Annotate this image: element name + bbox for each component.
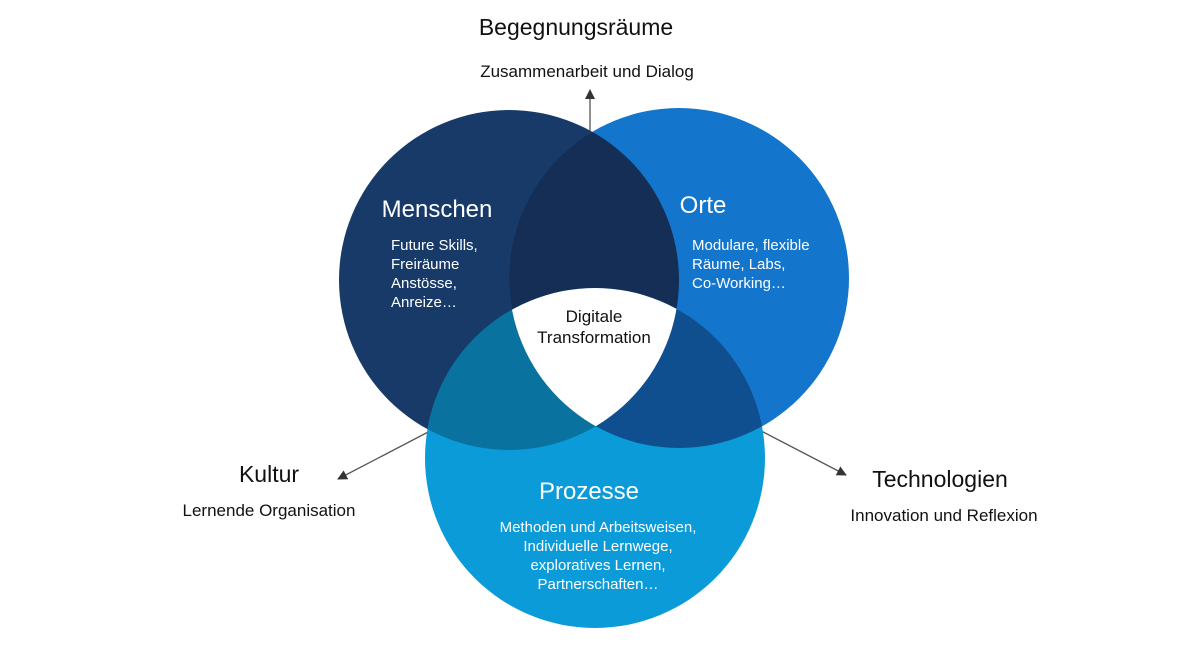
orte-line: Modulare, flexible — [692, 237, 810, 254]
orte-title: Orte — [680, 192, 727, 219]
menschen-title: Menschen — [382, 196, 493, 223]
prozesse-line: Individuelle Lernwege, — [523, 538, 672, 555]
menschen-line: Anstösse, — [391, 275, 457, 292]
right-title: Technologien — [872, 466, 1008, 492]
left-subtitle: Lernende Organisation — [183, 501, 356, 520]
orte-line: Co-Working… — [692, 275, 786, 292]
center-line: Transformation — [537, 328, 651, 347]
right-subtitle: Innovation und Reflexion — [850, 506, 1037, 525]
orte-line: Räume, Labs, — [692, 256, 785, 273]
prozesse-line: Methoden und Arbeitsweisen, — [500, 519, 697, 536]
menschen-line: Anreize… — [391, 294, 457, 311]
menschen-line: Freiräume — [391, 256, 459, 273]
prozesse-title: Prozesse — [539, 478, 639, 505]
top-title: Begegnungsräume — [479, 14, 673, 40]
prozesse-line: exploratives Lernen, — [530, 557, 665, 574]
menschen-line: Future Skills, — [391, 237, 478, 254]
intersection-menschen-prozesse — [425, 288, 679, 450]
top-subtitle: Zusammenarbeit und Dialog — [480, 62, 694, 81]
left-title: Kultur — [239, 461, 299, 487]
prozesse-line: Partnerschaften… — [538, 576, 659, 593]
center-line: Digitale — [566, 307, 623, 326]
